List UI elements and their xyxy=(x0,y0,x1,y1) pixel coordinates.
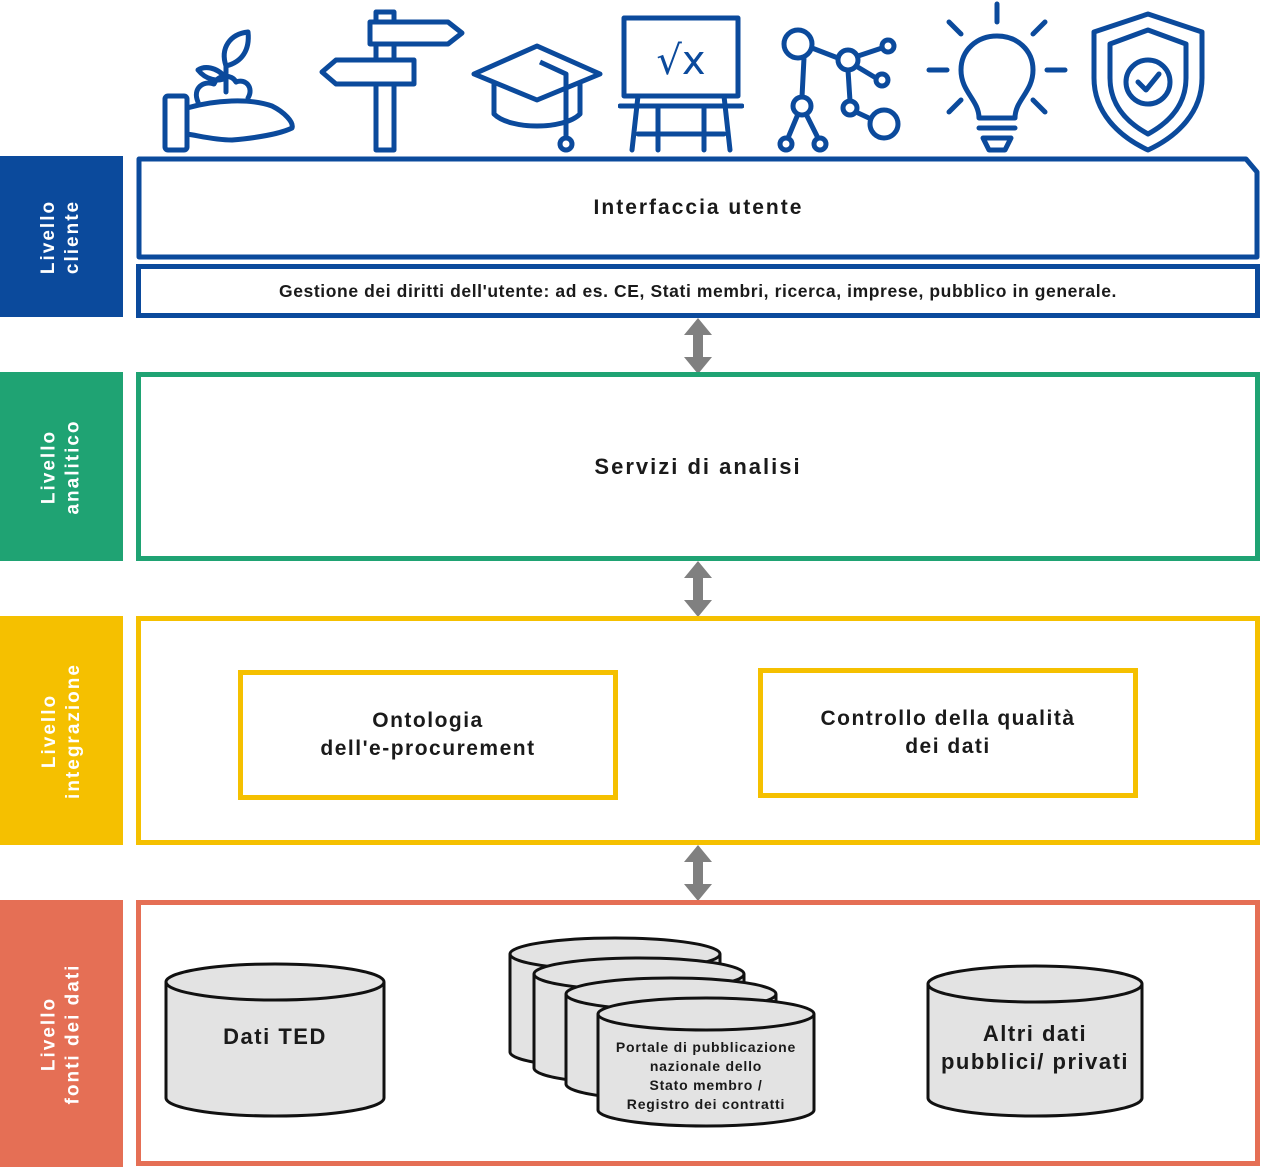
double-arrow-2 xyxy=(684,561,712,617)
national-portals-line4: Registro dei contratti xyxy=(626,1096,786,1112)
analysis-services-box: Servizi di analisi xyxy=(136,372,1260,561)
data-quality-line2: dei dati xyxy=(905,735,991,758)
level-label-sources-line1: Livello xyxy=(38,996,60,1071)
national-portals-line2: nazionale dello xyxy=(649,1058,763,1074)
lightbulb-icon xyxy=(926,1,1068,153)
level-tab-sources: Livello fonti dei dati xyxy=(0,900,123,1167)
level-label-sources-line2: fonti dei dati xyxy=(62,963,84,1104)
plant-in-hand-icon xyxy=(162,29,295,153)
ted-database-label: Dati TED xyxy=(223,1024,327,1049)
national-portals-database-stack-icon xyxy=(508,936,816,1128)
level-tab-analytic: Livello analitico xyxy=(0,372,123,561)
svg-text:√x: √x xyxy=(656,38,705,84)
other-data-label: Altri dati pubblici/ privati xyxy=(924,1020,1146,1076)
data-quality-box: Controllo della qualità dei dati xyxy=(758,668,1138,798)
easel-sqrt-x-icon: √x xyxy=(618,15,744,153)
ted-database-icon xyxy=(164,962,386,1118)
level-label-client-line1: Livello xyxy=(38,199,60,274)
ui-title: Interfaccia utente xyxy=(593,196,804,219)
level-label-analytic-line1: Livello xyxy=(38,429,60,504)
shield-check-icon xyxy=(1091,11,1205,153)
other-data-line2: pubblici/ privati xyxy=(940,1049,1130,1074)
data-quality-line1: Controllo della qualità xyxy=(820,707,1076,730)
ontology-box: Ontologia dell'e-procurement xyxy=(238,670,618,800)
double-arrow-3 xyxy=(684,845,712,901)
national-portals-line3: Stato membro / xyxy=(649,1077,763,1093)
rights-text: Gestione dei diritti dell'utente: ad es.… xyxy=(278,280,1118,301)
national-portals-line1: Portale di pubblicazione xyxy=(615,1039,797,1055)
ontology-line2: dell'e-procurement xyxy=(320,737,536,760)
level-tab-client: Livello cliente xyxy=(0,156,123,317)
network-graph-icon xyxy=(777,27,901,153)
ui-box: Interfaccia utente xyxy=(136,156,1261,260)
level-label-integration-line2: integrazione xyxy=(62,662,84,799)
ontology-line1: Ontologia xyxy=(372,709,484,732)
rights-box: Gestione dei diritti dell'utente: ad es.… xyxy=(136,264,1260,318)
double-arrow-1 xyxy=(684,318,712,374)
level-tab-integration: Livello integrazione xyxy=(0,616,123,845)
other-data-database-icon xyxy=(926,964,1144,1118)
graduation-cap-icon xyxy=(471,43,603,153)
level-label-analytic-line2: analitico xyxy=(62,418,84,515)
level-label-integration-line1: Livello xyxy=(38,693,60,768)
analysis-services-title: Servizi di analisi xyxy=(594,453,802,479)
national-portals-label: Portale di pubblicazione nazionale dello… xyxy=(598,1038,814,1114)
ui-box-frame xyxy=(136,156,1260,260)
level-label-client-line2: cliente xyxy=(62,199,84,274)
signpost-icon xyxy=(319,9,465,153)
other-data-line1: Altri dati xyxy=(982,1021,1088,1046)
